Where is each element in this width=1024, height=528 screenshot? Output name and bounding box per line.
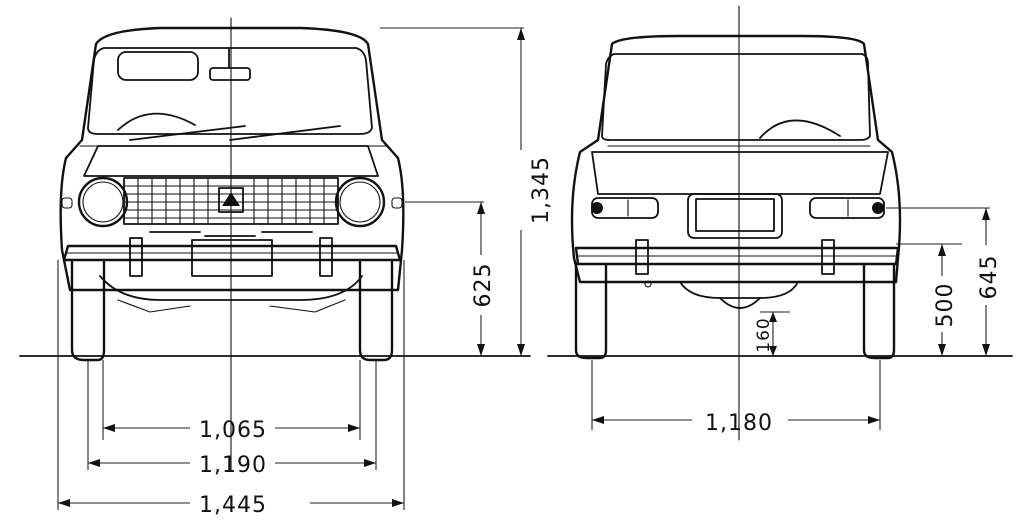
dim-front-track: 1,065 <box>199 418 267 443</box>
front-view <box>59 17 405 471</box>
dim-front-overall-width: 1,445 <box>199 493 267 518</box>
dim-rear-clearance: 160 <box>754 317 774 352</box>
dim-front-headlight-height: 625 <box>471 263 496 308</box>
dim-rear-track: 1,180 <box>705 411 773 436</box>
dim-rear-bumper-height: 500 <box>933 283 958 328</box>
front-dimensions: 1,345 625 1,065 1,190 1,445 <box>57 27 554 518</box>
dim-rear-lamp-height: 645 <box>977 255 1002 300</box>
rear-dimensions: 645 500 160 1,180 <box>591 207 1002 436</box>
dim-front-wheel-outer: 1,190 <box>199 453 267 478</box>
dim-front-height: 1,345 <box>529 156 554 224</box>
rear-view <box>570 5 902 441</box>
